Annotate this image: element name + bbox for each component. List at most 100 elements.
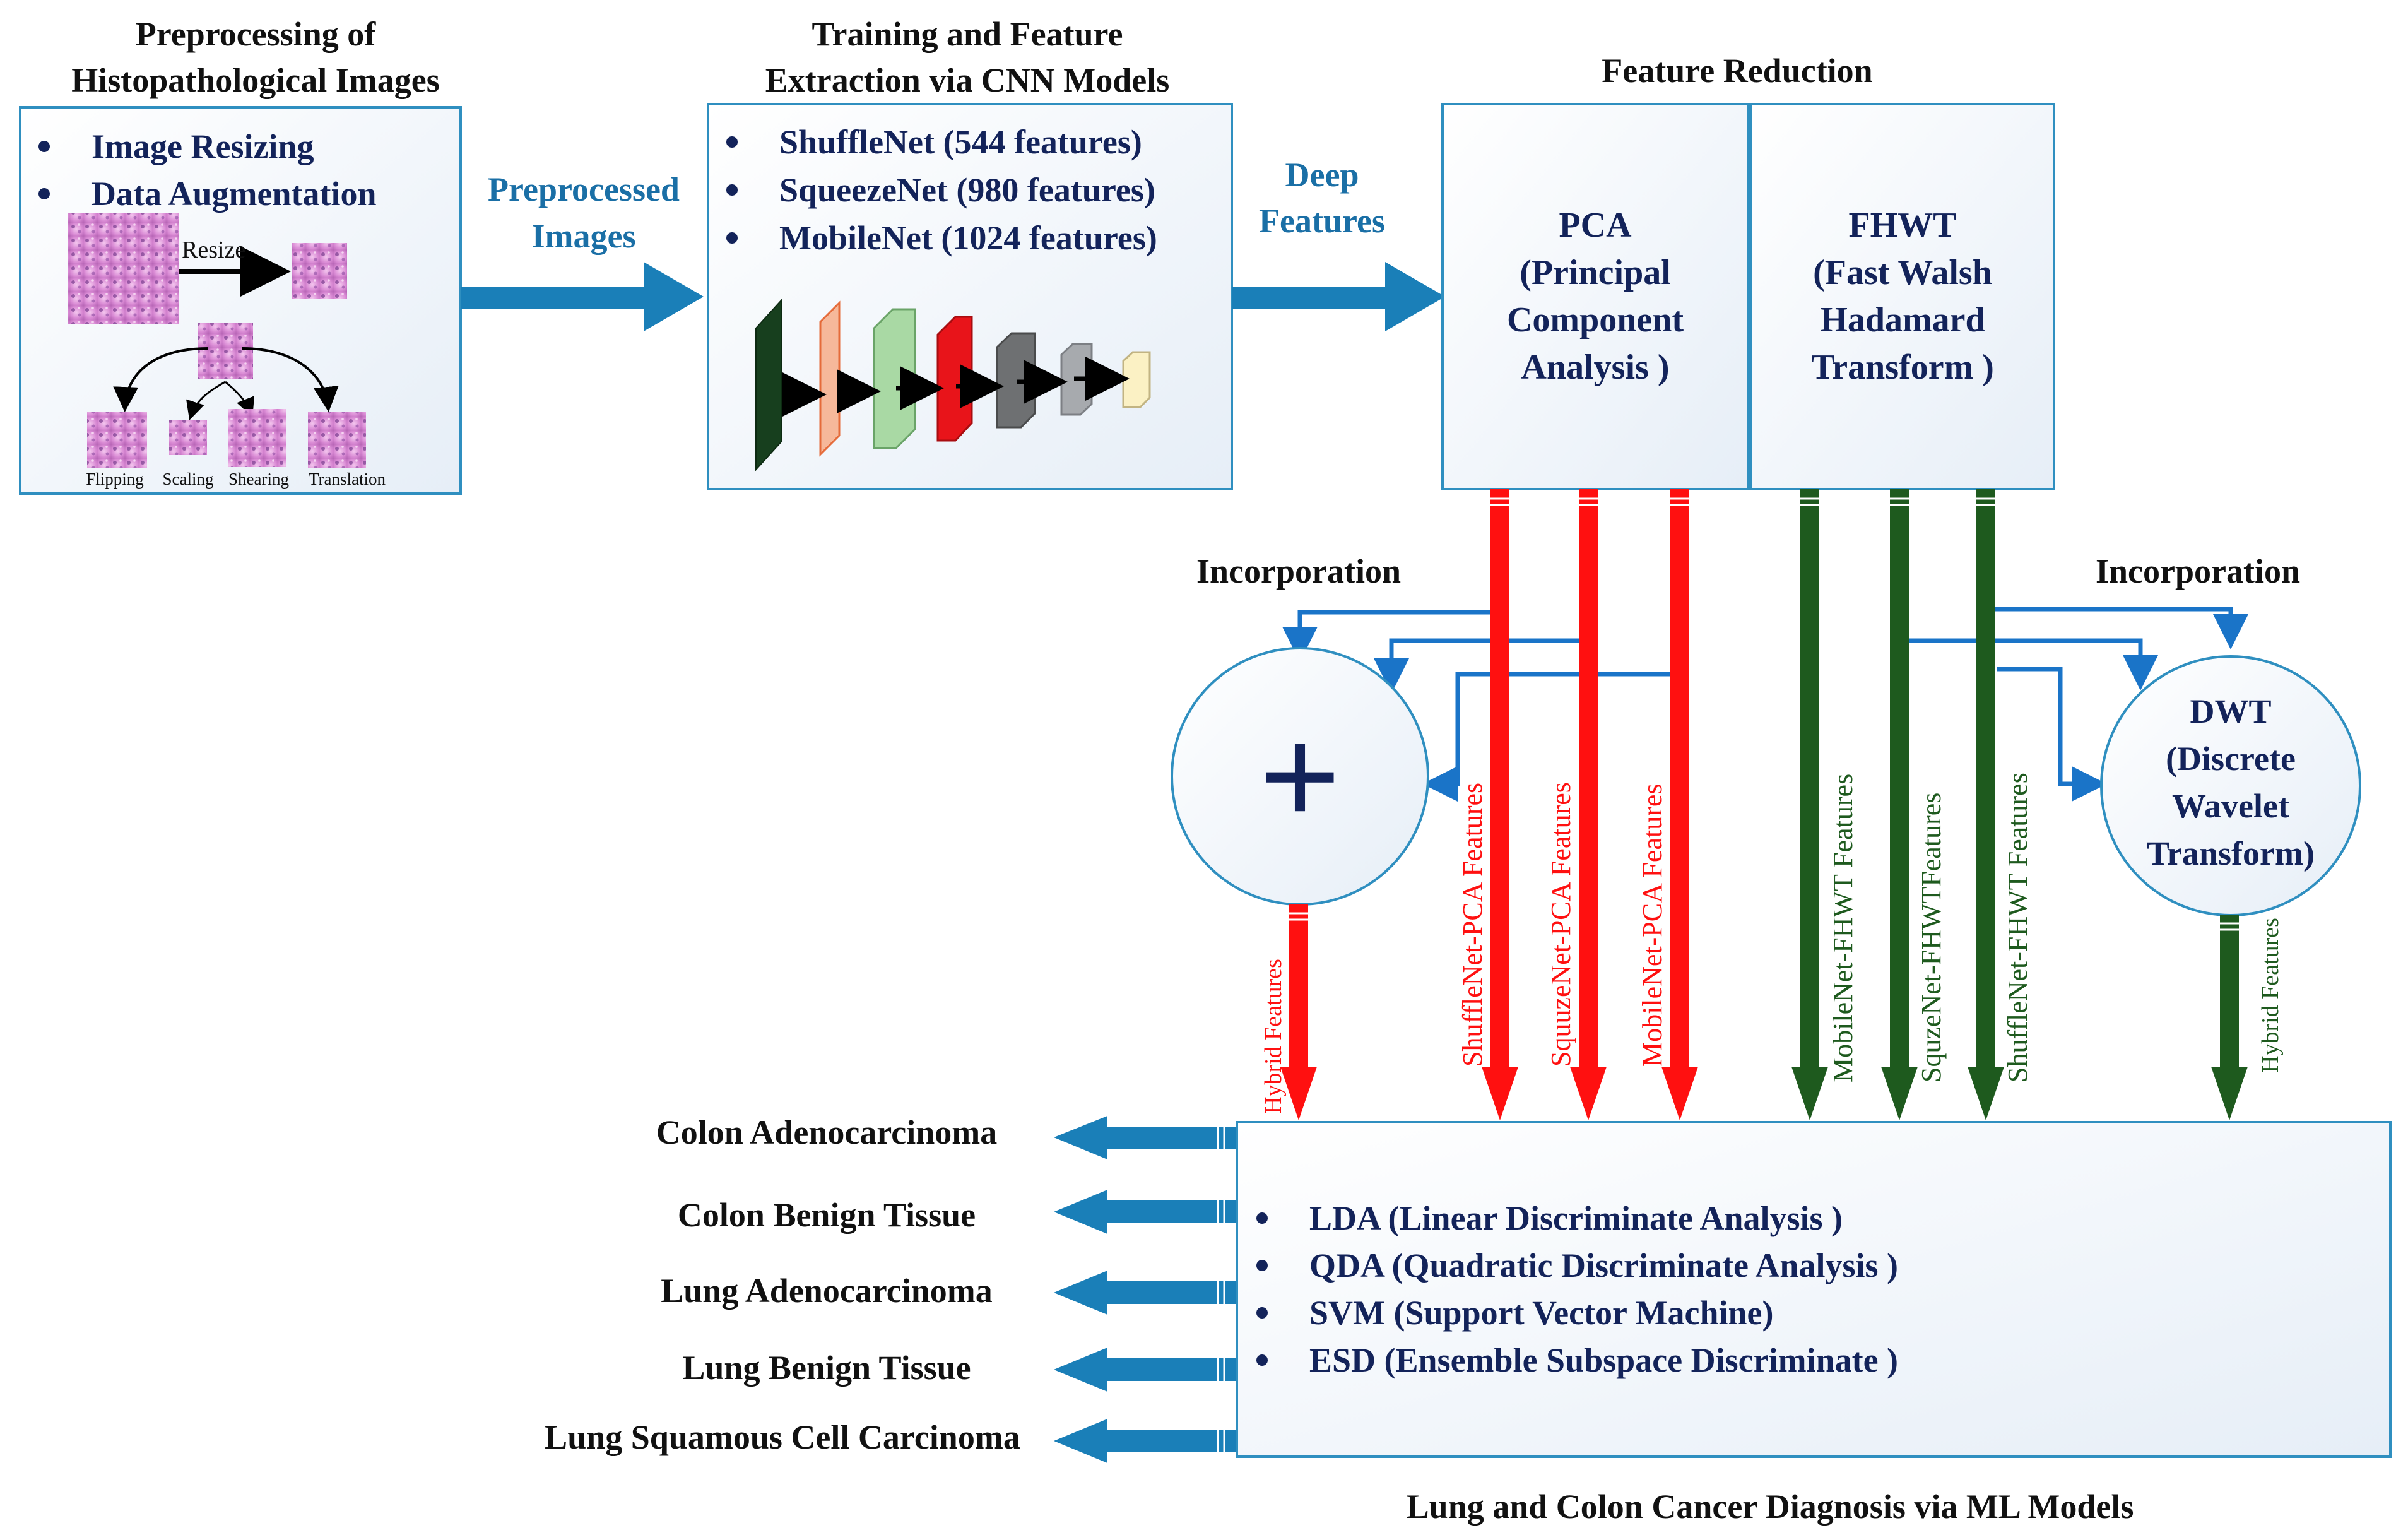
output-arrows [1054, 1116, 1236, 1463]
dwt-line2: (Discrete [2166, 740, 2296, 778]
cnn-layer [819, 300, 841, 457]
arrow-hybrid-right [2211, 915, 2248, 1120]
fhwt-box [1750, 103, 2055, 490]
bullet [38, 188, 50, 199]
label-hybrid-right: Hybrid Features [2257, 918, 2284, 1073]
tissue-image-large [68, 213, 179, 324]
ml-caption: Lung and Colon Cancer Diagnosis via ML M… [1407, 1488, 2134, 1526]
ml-model-1: LDA (Linear Discriminate Analysis ) [1309, 1199, 1843, 1237]
pca-line3: Component [1507, 300, 1684, 340]
arrow1-label-line2: Images [532, 217, 636, 255]
output-arrow-3 [1054, 1271, 1236, 1315]
cnn-model-1: ShuffleNet (544 features) [779, 123, 1142, 161]
ml-model-3: SVM (Support Vector Machine) [1309, 1294, 1774, 1332]
aug-label-scaling: Scaling [163, 470, 214, 489]
arrow-hybrid-left [1280, 904, 1317, 1120]
flow-arrow-preprocessed [461, 262, 704, 331]
cnn-layer [1122, 351, 1151, 408]
cnn-box [707, 103, 1233, 490]
label-hybrid-left: Hybrid Features [1260, 959, 1287, 1114]
resize-label: Resize [182, 237, 245, 263]
cnn-layer [873, 308, 916, 449]
fhwt-line3: Hadamard [1820, 300, 1985, 340]
aug-label-flipping: Flipping [86, 470, 144, 489]
fhwt-feature-arrows [1791, 489, 2248, 1120]
fhwt-line4: Transform ) [1811, 348, 1994, 387]
aug-label-translation: Translation [309, 470, 386, 489]
output-colon-benign: Colon Benign Tissue [678, 1196, 976, 1234]
label-mobilenet-pca: MobileNet-PCA Features [1637, 783, 1668, 1067]
dwt-line4: Transform) [2147, 834, 2315, 872]
aug-arrow [113, 347, 209, 412]
ml-model-4: ESD (Ensemble Subspace Discriminate ) [1309, 1341, 1898, 1379]
pca-feature-arrows [1280, 489, 1698, 1120]
bullet [726, 232, 738, 244]
output-lung-benign: Lung Benign Tissue [682, 1349, 971, 1387]
reduction-title: Feature Reduction [1602, 52, 1872, 90]
output-arrow-4 [1054, 1348, 1236, 1392]
cnn-layer [755, 299, 782, 471]
label-squzenet-fhwt: SquzeNet-FHWTFeatures [1916, 793, 1947, 1082]
cnn-layer [936, 316, 973, 442]
label-shufflenet-fhwt: ShuffleNet-FHWT Features [2002, 773, 2033, 1082]
pca-line4: Analysis ) [1521, 348, 1670, 387]
pca-line2: (Principal [1520, 253, 1671, 292]
cnn-model-3: MobileNet (1024 features) [779, 219, 1157, 257]
cnn-title-line2: Extraction via CNN Models [765, 61, 1169, 99]
tissue-image-resized [292, 243, 347, 299]
label-mobilenet-fhwt: MobileNet-FHWT Features [1827, 774, 1858, 1082]
arrow-shufflenet-pca [1482, 489, 1518, 1120]
ml-models-box [1236, 1121, 2392, 1458]
aug-arrow [242, 347, 339, 412]
bullet [726, 184, 738, 196]
arrow-squzenet-pca [1570, 489, 1607, 1120]
output-colon-adenocarcinoma: Colon Adenocarcinoma [656, 1113, 998, 1151]
flow-arrow-deep-features [1232, 262, 1445, 331]
preprocessing-item-2: Data Augmentation [91, 175, 377, 213]
incorporation-connectors-left [1282, 610, 1680, 802]
bullet [1256, 1354, 1268, 1366]
preprocessing-title-line2: Histopathological Images [71, 61, 440, 99]
output-lung-adenocarcinoma: Lung Adenocarcinoma [661, 1272, 993, 1310]
fhwt-line1: FHWT [1848, 206, 1956, 245]
pca-line1: PCA [1559, 206, 1632, 245]
dwt-line3: Wavelet [2172, 787, 2289, 825]
tissue-flipping [87, 412, 147, 468]
label-shufflenet-pca: ShuffleNet-PCA Features [1457, 783, 1488, 1067]
tissue-scaling [169, 420, 207, 455]
pca-box [1441, 103, 1750, 490]
arrow-mobilenet-pca [1661, 489, 1698, 1120]
label-squzenet-pca: SquuzeNet-PCA Features [1545, 782, 1576, 1067]
arrow2-label-line2: Features [1259, 202, 1385, 240]
tissue-translation [308, 412, 366, 468]
tissue-image-source [198, 323, 253, 379]
preprocessing-title-line1: Preprocessing of [136, 15, 376, 53]
aug-arrow [186, 381, 226, 420]
arrow2-label-line1: Deep [1285, 156, 1359, 194]
aug-label-shearing: Shearing [228, 470, 289, 489]
ml-model-2: QDA (Quadratic Discriminate Analysis ) [1309, 1247, 1898, 1284]
bullet [726, 136, 738, 148]
output-arrow-2 [1054, 1190, 1236, 1234]
preprocessing-item-1: Image Resizing [91, 127, 314, 165]
dwt-line1: DWT [2190, 692, 2271, 730]
bullet [38, 141, 50, 152]
output-arrow-5 [1054, 1419, 1236, 1463]
arrow1-label-line1: Preprocessed [488, 170, 680, 208]
bullet [1256, 1307, 1268, 1319]
incorporation-right-label: Incorporation [2096, 552, 2300, 590]
arrow-squzenet-fhwt [1881, 489, 1918, 1120]
output-arrow-1 [1054, 1116, 1236, 1159]
cnn-title-line1: Training and Feature [812, 15, 1123, 53]
cnn-layers-illustration [755, 299, 1151, 471]
fhwt-line2: (Fast Walsh [1813, 253, 1992, 292]
output-lung-squamous: Lung Squamous Cell Carcinoma [545, 1418, 1020, 1456]
incorporation-left-label: Incorporation [1196, 552, 1401, 590]
cnn-model-2: SqueezeNet (980 features) [779, 171, 1155, 209]
bullet [1256, 1212, 1268, 1224]
bullet [1256, 1260, 1268, 1271]
arrow-shufflenet-fhwt [1968, 489, 2004, 1120]
arrow-mobilenet-fhwt [1791, 489, 1828, 1120]
tissue-shearing [228, 409, 286, 467]
